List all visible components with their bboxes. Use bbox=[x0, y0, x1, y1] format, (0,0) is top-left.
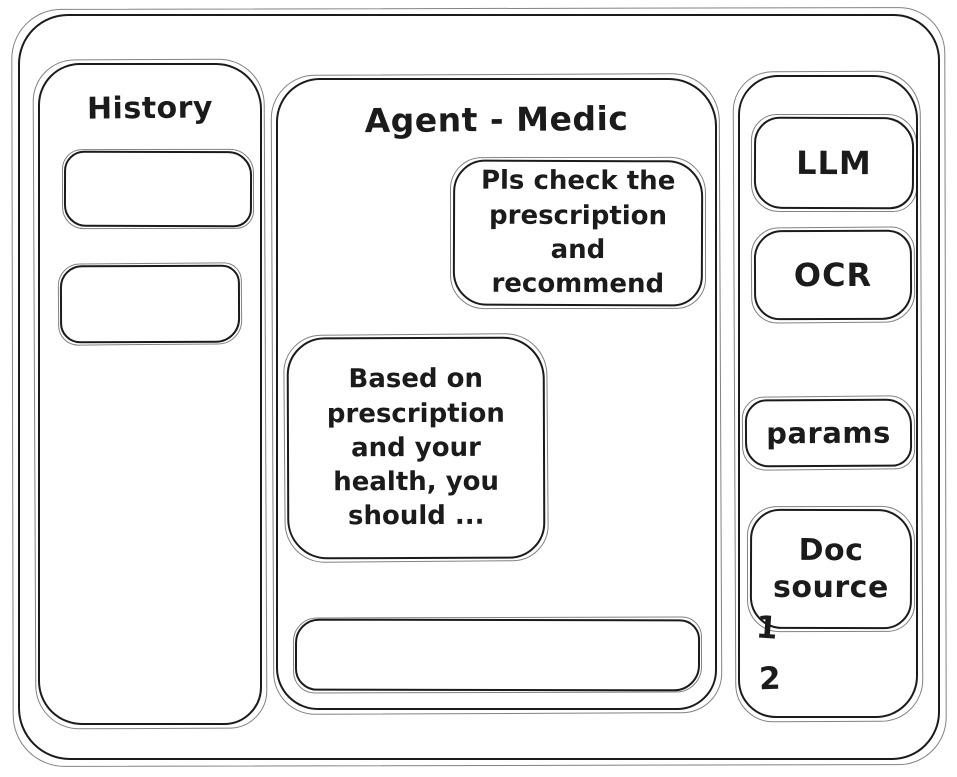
message-input-box bbox=[294, 618, 701, 692]
chat-panel: Agent - Medic Pls check the prescription… bbox=[276, 78, 717, 710]
llm-button[interactable]: LLM bbox=[753, 116, 915, 210]
agent-message-bubble: Based on prescription and your health, y… bbox=[286, 336, 546, 560]
doc-source-item-1[interactable]: 1 bbox=[754, 609, 779, 647]
history-panel-title: History bbox=[86, 90, 214, 127]
tools-panel: LLM OCR params Doc source 1 2 bbox=[738, 75, 918, 718]
user-message-text: Pls check the prescription and recommend bbox=[480, 166, 676, 300]
doc-source-item-2[interactable]: 2 bbox=[758, 660, 782, 698]
user-message-bubble: Pls check the prescription and recommend bbox=[452, 159, 704, 307]
params-button[interactable]: params bbox=[744, 398, 913, 468]
message-input[interactable] bbox=[296, 620, 699, 690]
agent-message-text: Based on prescription and your health, y… bbox=[326, 363, 505, 532]
chat-panel-title: Agent - Medic bbox=[364, 98, 629, 141]
ocr-button[interactable]: OCR bbox=[753, 229, 913, 321]
history-item-2[interactable] bbox=[59, 264, 241, 344]
history-panel: History bbox=[38, 63, 262, 725]
history-item-1[interactable] bbox=[63, 150, 253, 228]
